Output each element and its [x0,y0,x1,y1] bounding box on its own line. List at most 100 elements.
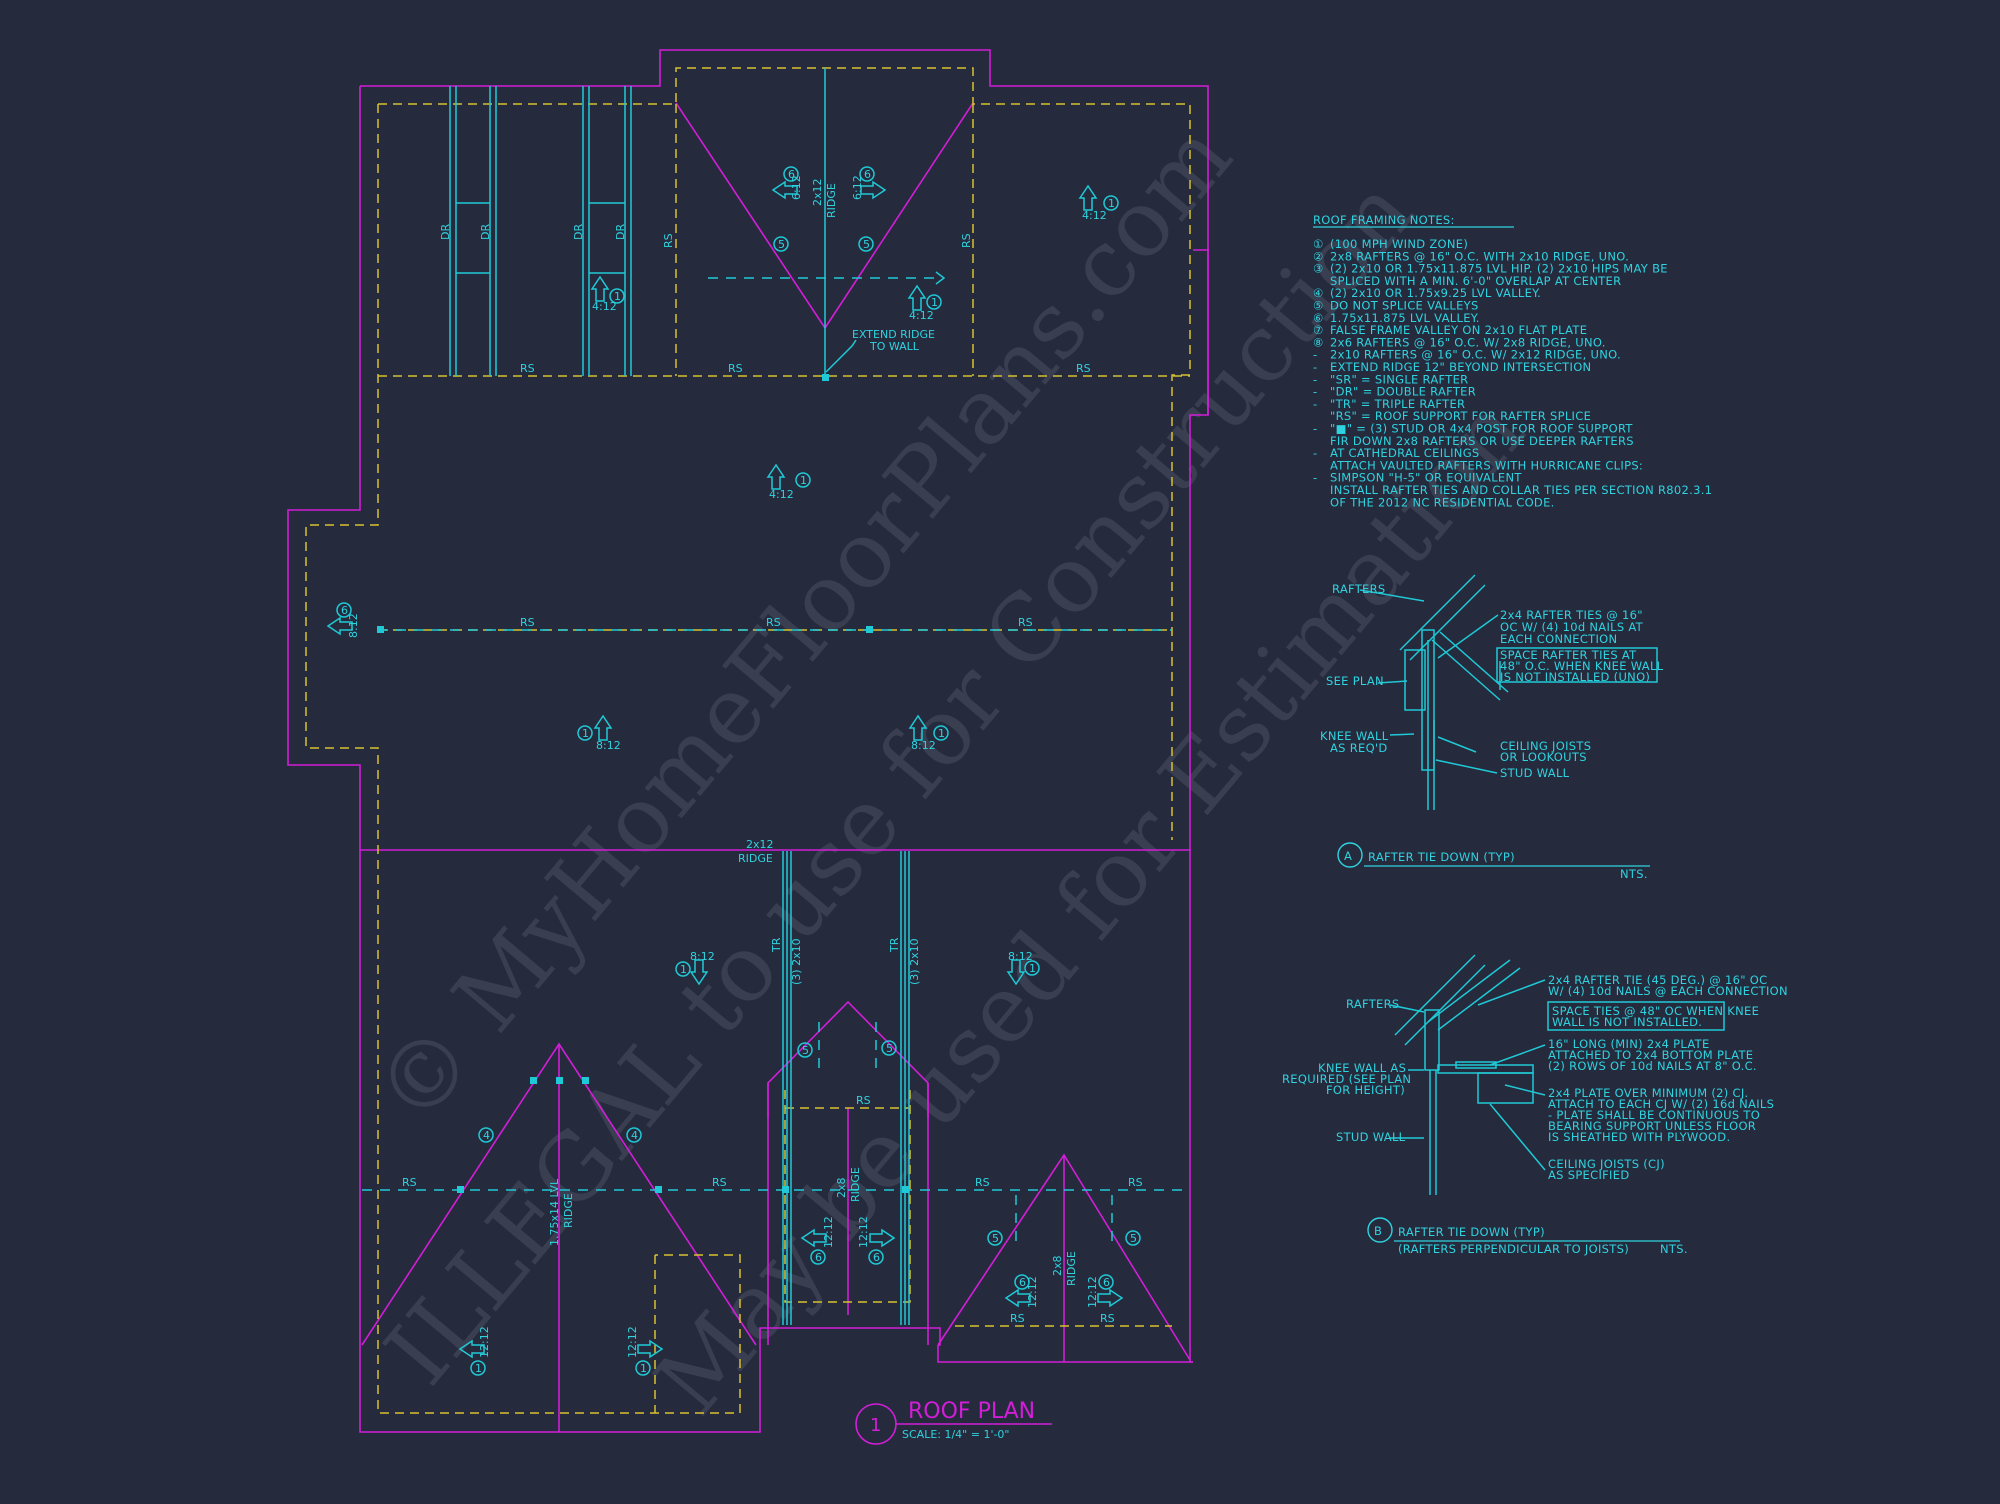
detail-a-space-3: IS NOT INSTALLED (UNO) [1500,670,1650,684]
post-markers [377,374,909,1193]
note-marker: - [1313,471,1317,485]
note-marker: ⑦ [1313,323,1324,337]
dr-label: DR [439,224,452,240]
detail-a-ties-3: EACH CONNECTION [1500,632,1617,646]
rs-labels: RS RS RS RS RS RS RS RS RS RS RS RS RS R… [402,233,1143,1325]
tag-numbers: 6 6 1 1 1 1 6 1 1 1 1 6 6 6 6 1 1 5 5 4 … [341,168,1137,1375]
tag-6: 6 [1019,1276,1026,1289]
note-line: (2) 2x10 OR 1.75x9.25 LVL VALLEY. [1330,286,1541,300]
rs-label: RS [975,1176,990,1189]
detail-a-ties-1: 2x4 RAFTER TIES @ 16" [1500,608,1643,622]
detail-a-knee-wall-2: AS REQ'D [1330,741,1388,755]
roof-outline [287,49,1209,1433]
detail-b-over-2: ATTACH TO EACH CJ W/ (2) 16d NAILS [1548,1097,1774,1111]
note-marker: ③ [1313,262,1324,276]
tag-4: 4 [483,1129,490,1142]
rs-label: RS [402,1176,417,1189]
note-marker: - [1313,446,1317,460]
detail-b-knee-1: KNEE WALL AS [1318,1061,1406,1075]
detail-b-nts: NTS. [1660,1242,1688,1256]
tag-1: 1 [582,727,589,740]
note-line: EXTEND RIDGE 12" BEYOND INTERSECTION [1330,360,1591,374]
tag-5: 5 [992,1232,999,1245]
tag-1: 1 [938,727,945,740]
detail-a-nts: NTS. [1620,867,1648,881]
rs-label: RS [1128,1176,1143,1189]
note-marker: - [1313,348,1317,362]
tag-5: 5 [886,1042,893,1055]
note-line: "TR" = TRIPLE RAFTER [1330,397,1465,411]
rs-label: RS [520,362,535,375]
note-line: INSTALL RAFTER TIES AND COLLAR TIES PER … [1330,483,1712,497]
detail-b-knee-3: FOR HEIGHT) [1326,1083,1405,1097]
pitch-label: 12:12 [1086,1276,1099,1308]
extend-ridge-label-1: EXTEND RIDGE [852,328,935,341]
ridge-size: 2x8 [835,1177,848,1198]
detail-a-ties-2: OC W/ (4) 10d NAILS AT [1500,620,1644,634]
detail-a-see-plan: SEE PLAN [1326,674,1384,688]
pitch-label: 12:12 [857,1216,870,1248]
tr-member-label: (3) 2x10 [790,938,803,985]
rs-label: RS [1076,362,1091,375]
tag-5: 5 [1130,1232,1137,1245]
note-line: 2x6 RAFTERS @ 16" O.C. W/ 2x8 RIDGE, UNO… [1330,335,1606,349]
detail-a: RAFTERS SEE PLAN KNEE WALL AS REQ'D 2x4 … [1320,574,1663,881]
note-line: "RS" = ROOF SUPPORT FOR RAFTER SPLICE [1330,409,1591,423]
rs-label: RS [662,233,675,248]
detail-b-over-5: IS SHEATHED WITH PLYWOOD. [1548,1130,1730,1144]
dr-label: DR [572,224,585,240]
tag-5: 5 [778,238,785,251]
tag-6: 6 [864,168,871,181]
note-line: SPLICED WITH A MIN. 6'-0" OVERLAP AT CEN… [1330,274,1621,288]
note-marker: - [1313,397,1317,411]
note-line: ATTACH VAULTED RAFTERS WITH HURRICANE CL… [1330,458,1643,472]
detail-b-plate-2: ATTACHED TO 2x4 BOTTOM PLATE [1548,1048,1753,1062]
detail-b-rafters: RAFTERS [1346,997,1400,1011]
pitch-label: 4:12 [1082,209,1107,222]
tag-6: 6 [788,168,795,181]
plan-number: 1 [870,1415,881,1436]
note-marker: ⑥ [1313,311,1324,325]
tag-1: 1 [475,1362,482,1375]
ridge-label: RIDGE [825,183,838,218]
rs-label: RS [1100,1312,1115,1325]
note-line: AT CATHEDRAL CEILINGS [1330,446,1480,460]
pitch-label: 12:12 [822,1216,835,1248]
note-line: 2x8 RAFTERS @ 16" O.C. WITH 2x10 RIDGE, … [1330,249,1629,263]
note-line: OF THE 2012 NC RESIDENTIAL CODE. [1330,495,1555,509]
detail-b-over-1: 2x4 PLATE OVER MINIMUM (2) CJ. [1548,1086,1749,1100]
note-marker: ⑧ [1313,335,1324,349]
detail-a-letter: A [1344,849,1352,863]
ridge-size: 2x12 [746,838,774,851]
notes-title: ROOF FRAMING NOTES: [1313,213,1455,227]
pitch-label: 4:12 [769,488,794,501]
rs-label: RS [1010,1312,1025,1325]
note-line: "■" = (3) STUD OR 4x4 POST FOR ROOF SUPP… [1330,422,1633,436]
note-marker: - [1313,385,1317,399]
detail-a-rafters: RAFTERS [1332,582,1386,596]
note-marker: ⑤ [1313,299,1324,313]
tag-1: 1 [1108,197,1115,210]
rs-label: RS [960,233,973,248]
pitch-labels: 4:12 4:12 4:12 4:12 6:12 6:12 8:12 8:12 … [347,175,1107,1358]
tag-5: 5 [802,1044,809,1057]
detail-b: RAFTERS KNEE WALL AS REQUIRED (SEE PLAN … [1282,954,1788,1256]
ridge-size: 2x12 [811,178,824,206]
note-marker: - [1313,372,1317,386]
detail-b-subtitle: (RAFTERS PERPENDICULAR TO JOISTS) [1398,1242,1629,1256]
detail-b-over-4: BEARING SUPPORT UNLESS FLOOR [1548,1119,1756,1133]
detail-b-space-2: WALL IS NOT INSTALLED. [1552,1015,1702,1029]
pitch-label: 4:12 [909,309,934,322]
plan-title-block: 1 ROOF PLAN SCALE: 1/4" = 1'-0" [855,1399,1052,1445]
pitch-label: 12:12 [1026,1276,1039,1308]
rs-label: RS [728,362,743,375]
detail-a-knee-wall-1: KNEE WALL [1320,729,1389,743]
pitch-label: 12:12 [626,1326,639,1358]
ridge-size: 1.75x14 LVL [548,1178,561,1246]
extend-ridge-leader [825,339,857,373]
note-marker: - [1313,360,1317,374]
dr-label: DR [614,224,627,240]
tag-1: 1 [614,290,621,303]
